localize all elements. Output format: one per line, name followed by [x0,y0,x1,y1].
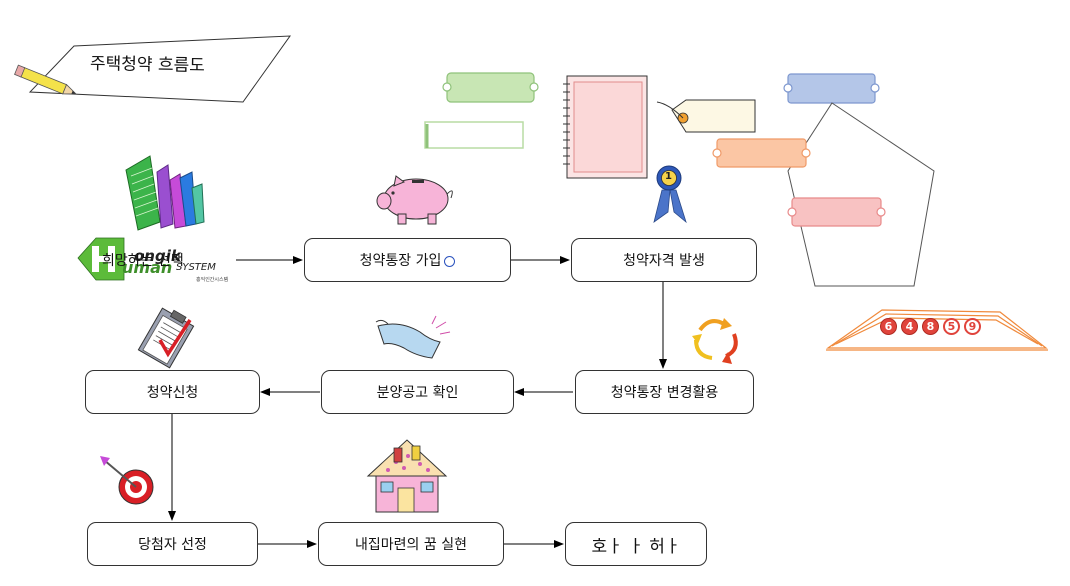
piggy-bank-icon [376,175,453,225]
lottery-ball: 9 [964,318,981,335]
pencil-icon [14,64,77,95]
step-choose-label: 희망하는 선택 [102,253,184,269]
clock-icon [444,255,456,267]
lottery-ball: 4 [901,318,918,335]
title-note: 주택청약 흐름도 [89,53,206,77]
step-eligibility-label: 청약자격 발생 [623,253,705,269]
logo-sub: 홍익인간시스템 [196,277,229,283]
recycle-icon [692,318,738,364]
scroll-icon [375,315,451,359]
award-ribbon-icon [653,165,687,224]
house-icon [366,439,448,513]
step-join: 청약통장 가입 [304,238,511,282]
lottery-ball: 8 [922,318,939,335]
step-notice-label: 분양공고 확인 [376,385,459,401]
pentagon-outline [787,102,935,287]
step-eligibility: 청약자격 발생 [571,238,757,282]
green-frame [424,121,524,149]
step-join-label: 청약통장 가입 [359,253,442,269]
logo-system: SYSTEM [176,262,216,273]
logo-brand: ongik [134,247,181,265]
step-change-label: 청약통장 변경활용 [610,385,719,401]
notebook-icon [563,75,648,179]
step-winner-label: 당첨자 선정 [138,537,207,553]
orange-tag [716,138,807,168]
lottery-ball: 6 [880,318,897,335]
step-notice: 분양공고 확인 [321,370,514,414]
step-cheer-label: 호ㅏ ㅏ 허ㅏ [591,536,681,557]
step-choose: 희망하는 선택 [82,238,236,282]
hongik-logo-mark [77,237,125,281]
step-dream-label: 내집마련의 꿈 실현 [355,537,467,553]
lottery-ball: 5 [943,318,960,335]
step-change: 청약통장 변경활용 [575,370,754,414]
price-tag-icon [656,99,756,133]
target-icon [100,456,154,505]
lottery-wave-graphic [826,309,1048,351]
step-apply: 청약신청 [85,370,260,414]
ribbon-number: 1 [665,171,672,182]
green-tag [446,72,535,103]
step-winner: 당첨자 선정 [87,522,258,566]
logo-word: uman [122,258,173,277]
step-apply-label: 청약신청 [146,385,199,401]
step-dream: 내집마련의 꿈 실현 [318,522,504,566]
step-cheer: 호ㅏ ㅏ 허ㅏ [565,522,707,566]
clipboard-check-icon [137,307,195,369]
red-tag [791,197,882,227]
buildings-icon [125,155,205,231]
blue-tag [787,73,876,104]
